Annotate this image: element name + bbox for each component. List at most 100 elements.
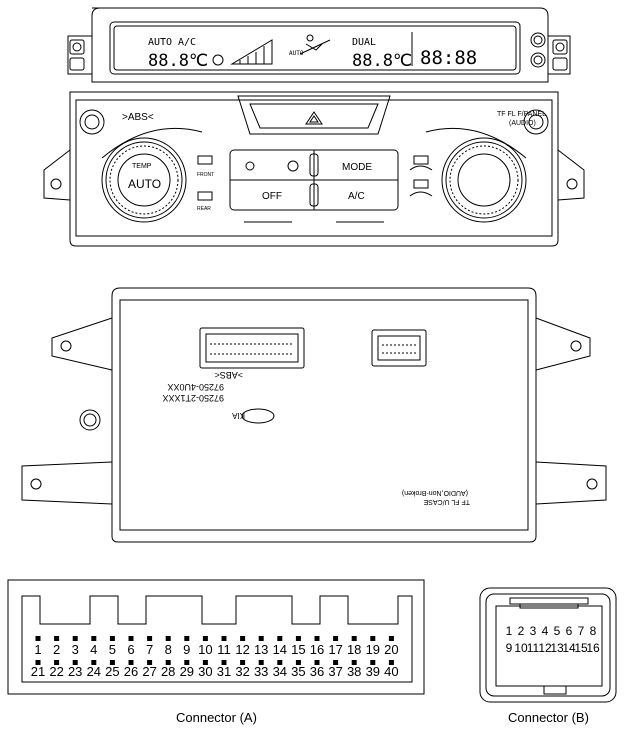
conn-b-top-pin-label: 3 bbox=[530, 624, 537, 638]
conn-a-bottom-pin-label: 30 bbox=[198, 664, 212, 679]
rear-label: REAR bbox=[197, 206, 211, 212]
conn-a-top-pin-square bbox=[221, 636, 227, 641]
conn-a-top-pin-square bbox=[54, 636, 60, 641]
conn-b-top-pin-label: 7 bbox=[578, 624, 585, 638]
conn-a-top-pin-square bbox=[258, 636, 264, 641]
conn-a-bottom-pin-label: 33 bbox=[254, 664, 268, 679]
conn-a-top-pin-label: 5 bbox=[109, 642, 116, 657]
conn-a-top-pin-label: 17 bbox=[328, 642, 342, 657]
conn-a-bottom-pin-square bbox=[351, 660, 357, 665]
off-label: OFF bbox=[262, 191, 282, 202]
display-auto: AUTO bbox=[148, 37, 172, 48]
conn-a-bottom-pin-label: 36 bbox=[310, 664, 324, 679]
conn-a-bottom-pin-label: 35 bbox=[291, 664, 305, 679]
connector-a bbox=[7, 579, 425, 695]
conn-a-bottom-pin-square bbox=[314, 660, 320, 665]
conn-a-bottom-pin-label: 24 bbox=[87, 664, 101, 679]
conn-b-bottom-pin-label: 13 bbox=[550, 641, 564, 655]
conn-a-bottom-pin-square bbox=[165, 660, 171, 665]
conn-a-bottom-pin-square bbox=[35, 660, 41, 665]
conn-a-bottom-pin-square bbox=[202, 660, 208, 665]
conn-a-top-pin-square bbox=[240, 636, 246, 641]
conn-a-top-pin-square bbox=[109, 636, 115, 641]
conn-a-bottom-pin-label: 25 bbox=[105, 664, 119, 679]
conn-a-top-pin-label: 6 bbox=[127, 642, 134, 657]
temp-label: TEMP bbox=[132, 163, 152, 170]
conn-a-top-pin-square bbox=[165, 636, 171, 641]
conn-a-top-pin-label: 13 bbox=[254, 642, 268, 657]
rear-label-line2: (AUDIO,Non-Broken) bbox=[402, 489, 468, 496]
abs-label-front: >ABS< bbox=[122, 112, 154, 123]
conn-a-bottom-pin-label: 37 bbox=[328, 664, 342, 679]
conn-a-top-pin-label: 10 bbox=[198, 642, 212, 657]
conn-a-bottom-pin-label: 26 bbox=[124, 664, 138, 679]
conn-a-top-pin-label: 4 bbox=[90, 642, 97, 657]
display-auto-small: AUTO bbox=[289, 50, 304, 57]
conn-b-bottom-pin-label: 9 bbox=[506, 641, 513, 655]
part-number-1: 97250-2T1XXX bbox=[162, 393, 224, 403]
conn-a-top-pin-square bbox=[91, 636, 97, 641]
rear-label-line1: TF FL U/CASE bbox=[423, 498, 470, 505]
conn-a-top-pin-label: 3 bbox=[72, 642, 79, 657]
conn-a-top-pin-label: 11 bbox=[217, 642, 231, 657]
conn-a-bottom-pin-label: 39 bbox=[366, 664, 380, 679]
conn-a-bottom-pin-square bbox=[221, 660, 227, 665]
conn-a-top-pin-label: 12 bbox=[235, 642, 249, 657]
conn-a-bottom-pin-square bbox=[388, 660, 394, 665]
conn-b-top-pin-label: 4 bbox=[542, 624, 549, 638]
conn-b-bottom-pin-label: 15 bbox=[574, 641, 588, 655]
conn-a-bottom-pin-square bbox=[370, 660, 376, 665]
conn-a-top-pin-label: 8 bbox=[165, 642, 172, 657]
panel-code-sub: (AUDIO) bbox=[509, 120, 536, 127]
front-panel bbox=[43, 7, 585, 247]
conn-a-top-pin-square bbox=[202, 636, 208, 641]
conn-a-bottom-pin-square bbox=[128, 660, 134, 665]
conn-a-bottom-pin-label: 28 bbox=[161, 664, 175, 679]
conn-b-bottom-pin-label: 10 bbox=[514, 641, 528, 655]
conn-a-top-pin-label: 15 bbox=[291, 642, 305, 657]
conn-a-bottom-pin-label: 29 bbox=[180, 664, 194, 679]
conn-a-bottom-pin-label: 40 bbox=[384, 664, 398, 679]
part-number-2: 97250-4U0XX bbox=[167, 382, 224, 392]
conn-a-bottom-pin-square bbox=[295, 660, 301, 665]
mode-label: MODE bbox=[342, 162, 372, 173]
conn-a-top-pin-label: 1 bbox=[34, 642, 41, 657]
conn-a-bottom-pin-square bbox=[109, 660, 115, 665]
display-clock: 88:88 bbox=[420, 47, 477, 69]
display-temp-right: 88.8℃ bbox=[352, 51, 412, 71]
conn-a-top-pin-square bbox=[370, 636, 376, 641]
conn-a-bottom-pin-square bbox=[333, 660, 339, 665]
conn-a-bottom-pin-label: 34 bbox=[273, 664, 287, 679]
conn-a-top-pin-square bbox=[35, 636, 41, 641]
conn-a-bottom-pin-square bbox=[72, 660, 78, 665]
conn-a-bottom-pin-label: 22 bbox=[49, 664, 63, 679]
rear-panel-labels: >ABS< 97250-4U0XX 97250-2T1XXX KIA TF FL… bbox=[162, 370, 470, 505]
conn-a-top-pin-label: 14 bbox=[273, 642, 287, 657]
knob-auto-label: AUTO bbox=[128, 177, 161, 191]
conn-a-bottom-pin-label: 23 bbox=[68, 664, 82, 679]
rear-abs-label: >ABS< bbox=[214, 370, 243, 380]
conn-a-bottom-pin-square bbox=[184, 660, 190, 665]
conn-a-bottom-pin-square bbox=[277, 660, 283, 665]
connector-b-caption: Connector (B) bbox=[508, 710, 589, 725]
conn-a-top-pin-square bbox=[128, 636, 134, 641]
conn-a-bottom-pin-label: 27 bbox=[142, 664, 156, 679]
conn-b-bottom-pin-label: 12 bbox=[538, 641, 552, 655]
conn-b-top-pin-label: 2 bbox=[518, 624, 525, 638]
conn-a-top-pin-label: 18 bbox=[347, 642, 361, 657]
conn-b-top-pin-label: 5 bbox=[554, 624, 561, 638]
conn-a-top-pin-square bbox=[72, 636, 78, 641]
conn-a-bottom-pin-label: 32 bbox=[235, 664, 249, 679]
panel-code: TF FL F/PANEL bbox=[497, 111, 546, 118]
conn-a-top-pin-square bbox=[184, 636, 190, 641]
conn-a-top-pin-label: 16 bbox=[310, 642, 324, 657]
conn-a-bottom-pin-square bbox=[258, 660, 264, 665]
conn-a-top-pin-square bbox=[314, 636, 320, 641]
conn-b-top-pin-label: 1 bbox=[506, 624, 513, 638]
conn-a-top-pin-square bbox=[333, 636, 339, 641]
conn-a-bottom-pin-square bbox=[91, 660, 97, 665]
conn-a-top-pin-square bbox=[388, 636, 394, 641]
conn-a-top-pin-square bbox=[147, 636, 153, 641]
